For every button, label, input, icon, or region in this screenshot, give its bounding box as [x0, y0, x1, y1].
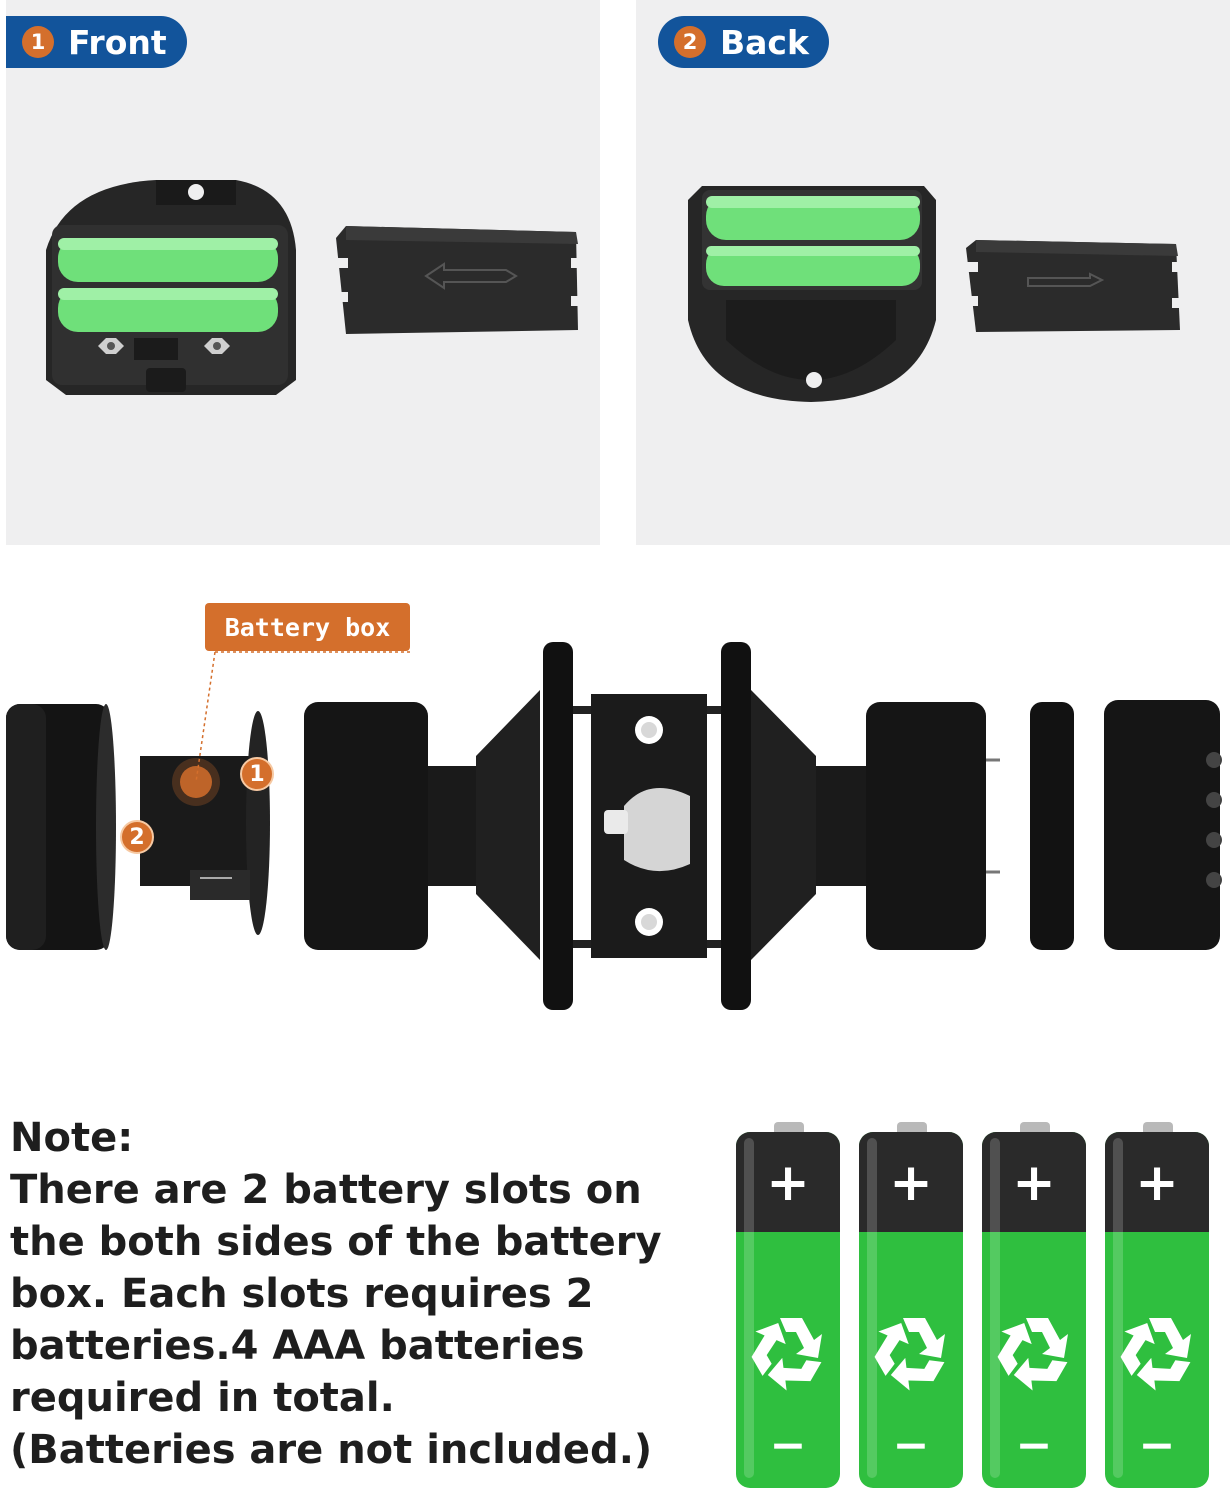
back-battery-box-illustration	[688, 186, 1184, 402]
recycle-icon	[874, 1318, 945, 1391]
battery-box-part	[140, 711, 270, 935]
battery-box-callout: Battery box	[205, 603, 410, 651]
plus-sign: +	[889, 1153, 933, 1213]
rose-plate-left	[476, 642, 573, 1010]
exploded-lock-diagram	[6, 642, 1222, 1010]
aaa-battery: +−	[982, 1122, 1086, 1488]
marker-back: 2	[120, 820, 154, 854]
plus-sign: +	[1012, 1153, 1056, 1213]
recycle-icon	[751, 1318, 822, 1391]
outer-knob-keypad	[1104, 700, 1222, 950]
note-body: There are 2 battery slots on the both si…	[10, 1167, 662, 1473]
trim-ring	[1030, 702, 1074, 950]
back-view-panel: 2 Back	[636, 0, 1230, 545]
back-number-badge: 2	[674, 26, 706, 58]
inner-knob-left	[304, 702, 488, 950]
marker-front: 1	[240, 757, 274, 791]
front-label: Front	[68, 22, 167, 62]
minus-sign: −	[893, 1420, 930, 1471]
recycle-icon	[1120, 1318, 1191, 1391]
minus-sign: −	[770, 1420, 807, 1471]
aaa-battery: +−	[859, 1122, 963, 1488]
recycle-icon	[997, 1318, 1068, 1391]
note-section: Note: There are 2 battery slots on the b…	[10, 1112, 710, 1476]
minus-sign: −	[1139, 1420, 1176, 1471]
back-label: Back	[720, 22, 809, 62]
aaa-battery: +−	[1105, 1122, 1209, 1488]
front-number-badge: 1	[22, 26, 54, 58]
front-label-pill: 1 Front	[6, 16, 187, 68]
aaa-batteries-illustration: +−+−+−+−	[736, 1122, 1209, 1488]
rose-plate-right	[721, 642, 816, 1010]
front-view-panel: 1 Front	[6, 0, 600, 545]
plus-sign: +	[766, 1153, 810, 1213]
aaa-battery: +−	[736, 1122, 840, 1488]
plus-sign: +	[1135, 1153, 1179, 1213]
front-battery-box-illustration	[46, 180, 583, 395]
latch-assembly	[573, 694, 723, 958]
inner-knob-right	[816, 702, 1000, 950]
left-knob	[6, 704, 116, 950]
back-label-pill: 2 Back	[658, 16, 829, 68]
note-title: Note:	[10, 1115, 134, 1161]
minus-sign: −	[1016, 1420, 1053, 1471]
